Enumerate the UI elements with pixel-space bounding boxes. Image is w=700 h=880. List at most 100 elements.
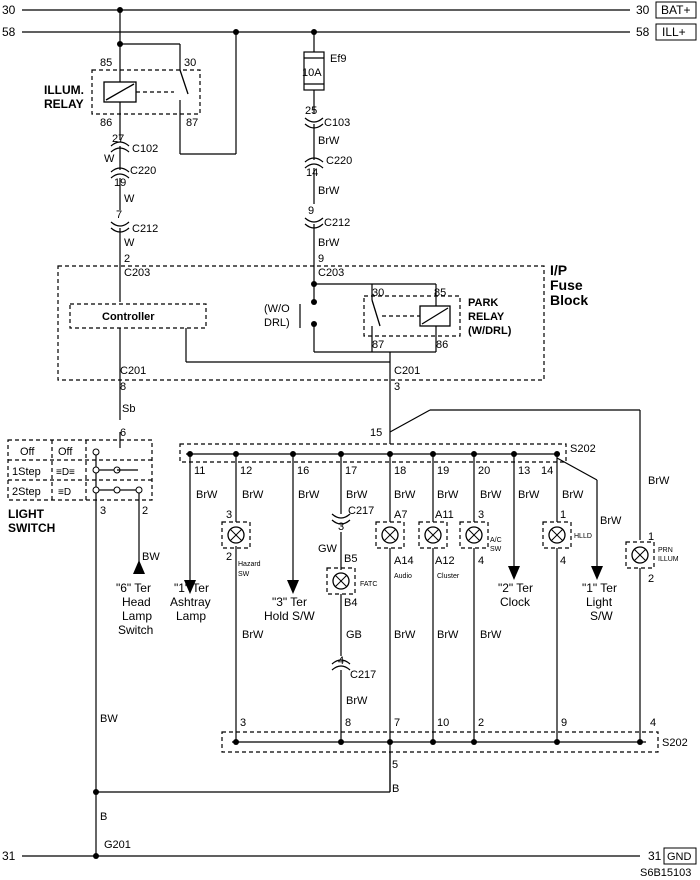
light-switch-title-2: SWITCH xyxy=(8,521,55,535)
splice-bottom-pin-3: 3 xyxy=(240,717,246,729)
c203-right-label: C203 xyxy=(318,267,344,279)
illum-relay-pin-85: 85 xyxy=(100,57,112,69)
light-switch-title-1: LIGHT xyxy=(8,507,45,521)
headlamp-switch-ter-4: Switch xyxy=(118,623,153,637)
cluster-pin-bottom: A12 xyxy=(435,555,455,567)
hlld-pin-bottom: 4 xyxy=(560,555,566,567)
ac-pin-bottom: 4 xyxy=(478,555,484,567)
c217-top-pin: 3 xyxy=(338,521,344,533)
park-relay-label-2: RELAY xyxy=(468,311,505,323)
right-wire-path: Ef9 10A 25 C103 BrW C220 14 BrW 9 C212 B… xyxy=(302,29,352,300)
wire-color-pin-11: BrW xyxy=(196,489,218,501)
splice-top: 15 S202 11 12 16 17 18 19 20 13 14 xyxy=(179,409,641,540)
c220-left-label: C220 xyxy=(130,165,156,177)
c102-pin: 27 xyxy=(112,133,124,145)
fuse-block-title-2: Fuse xyxy=(550,277,583,293)
c220-right-label: C220 xyxy=(326,155,352,167)
headlamp-switch-wire-color: BW xyxy=(142,551,160,563)
splice-top-pin-20: 20 xyxy=(478,465,490,477)
park-relay-pin-87: 87 xyxy=(372,339,384,351)
splice-bottom-pin-8: 8 xyxy=(345,717,351,729)
ground-wire-color-b: B xyxy=(100,811,107,823)
fatc-name: FATC xyxy=(360,581,377,588)
light-sw-ter: "1" Ter xyxy=(582,581,617,595)
sb-wire-color: Sb xyxy=(122,403,135,415)
light-sw-name-2: S/W xyxy=(590,609,613,623)
splice-bottom-pin-9: 9 xyxy=(561,717,567,729)
c201-right-pin: 3 xyxy=(394,381,400,393)
wo-drl-label-2: DRL) xyxy=(264,317,290,329)
c220-right-pin: 14 xyxy=(306,167,318,179)
park-relay-label-1: PARK xyxy=(468,297,498,309)
fatc-pin-bottom: B4 xyxy=(344,597,357,609)
c203-right-pin: 9 xyxy=(318,253,324,265)
bat-rail-number-left: 30 xyxy=(2,3,16,17)
gnd-rail-number-right: 31 xyxy=(648,849,662,863)
ground-wire-color-bw: BW xyxy=(100,713,118,725)
illum-relay-label-2: RELAY xyxy=(44,97,84,111)
splice-bottom-pin-7: 7 xyxy=(394,717,400,729)
splice-bottom-out-color: B xyxy=(392,783,399,795)
c217-bottom-pin: 4 xyxy=(338,655,344,667)
hazard-pin-top: 3 xyxy=(226,509,232,521)
right-wire-color-1: BrW xyxy=(318,135,340,147)
ill-rail-tag: ILL+ xyxy=(662,25,686,39)
gnd-rail-tag: GND xyxy=(667,851,692,863)
prn-pin-top: 1 xyxy=(648,531,654,543)
left-wire-path: 27 C102 W C220 19 W 7 C212 W 2 C203 xyxy=(104,133,158,302)
bat-rail-number-right: 30 xyxy=(636,3,650,17)
prn-name-1: PRN xyxy=(658,547,673,554)
wire-color-audio-lower: BrW xyxy=(394,629,416,641)
c201-left: C201 8 Sb 6 xyxy=(120,365,146,439)
wire-color-pin-16: BrW xyxy=(298,489,320,501)
wire-color-pin-17: BrW xyxy=(346,489,368,501)
illum-relay-pin-30: 30 xyxy=(184,57,196,69)
headlamp-switch-ter-1: "6" Ter xyxy=(116,581,151,595)
audio-name: Audio xyxy=(394,573,412,580)
left-wire-color-2: W xyxy=(124,193,135,205)
audio-pin-top: A7 xyxy=(394,509,407,521)
splice-top-pin-14: 14 xyxy=(541,465,553,477)
ill-rail-number-right: 58 xyxy=(636,25,650,39)
ac-name-1: A/C xyxy=(490,537,502,544)
hlld-name: HLLD xyxy=(574,533,592,540)
left-wire-color-3: W xyxy=(124,237,135,249)
c103-pin: 25 xyxy=(305,105,317,117)
c102-label: C102 xyxy=(132,143,158,155)
hlld-pin-top: 1 xyxy=(560,509,566,521)
right-wire-color-3: BrW xyxy=(318,237,340,249)
switch-off-2: Off xyxy=(58,446,73,458)
c217-top-label: C217 xyxy=(348,505,374,517)
fatc-wire-color-gb: GB xyxy=(346,629,362,641)
ground: BW B G201 31 31 GND S6B15103 xyxy=(2,713,697,879)
splice-top-pin-11: 11 xyxy=(194,465,205,477)
load-labels: "1" Ter Ashtray Lamp "3" Ter Hold S/W "2… xyxy=(170,581,617,623)
lamps: 3 2 Hazard SW B5 B4 FATC A7 A14 Audio A1… xyxy=(221,509,679,609)
ill-rail: 58 58 ILL+ xyxy=(2,23,697,41)
wire-color-pin-20: BrW xyxy=(480,489,502,501)
prn-name-2: ILLUM xyxy=(658,556,679,563)
c212-right-pin: 9 xyxy=(308,205,314,217)
c212-right-label: C212 xyxy=(324,217,350,229)
c203-left-label: C203 xyxy=(124,267,150,279)
hold-sw-name: Hold S/W xyxy=(264,609,315,623)
illum-relay: 85 30 86 87 ILLUM. RELAY xyxy=(44,7,239,155)
clock-ter: "2" Ter xyxy=(498,581,533,595)
controller-label: Controller xyxy=(102,311,155,323)
cluster-name: Cluster xyxy=(437,573,460,580)
headlamp-switch-ter-2: Head xyxy=(122,595,151,609)
prn-pin-bottom: 2 xyxy=(648,573,654,585)
clock-name: Clock xyxy=(500,595,531,609)
illum-relay-pin-86: 86 xyxy=(100,117,112,129)
ground-name: G201 xyxy=(104,839,131,851)
wire-color-pin-14b: BrW xyxy=(600,515,622,527)
splice-bottom-name: S202 xyxy=(662,737,688,749)
ip-fuse-block: I/P Fuse Block Controller (W/O DRL) xyxy=(57,262,588,420)
cluster-pin-top: A11 xyxy=(435,509,454,521)
fuse-block-title-3: Block xyxy=(550,292,588,308)
illum-relay-label-1: ILLUM. xyxy=(44,83,84,97)
light-switch-pin-2: 2 xyxy=(142,505,148,517)
splice-top-pin-19: 19 xyxy=(437,465,449,477)
splice-bottom-pin-4: 4 xyxy=(650,717,656,729)
